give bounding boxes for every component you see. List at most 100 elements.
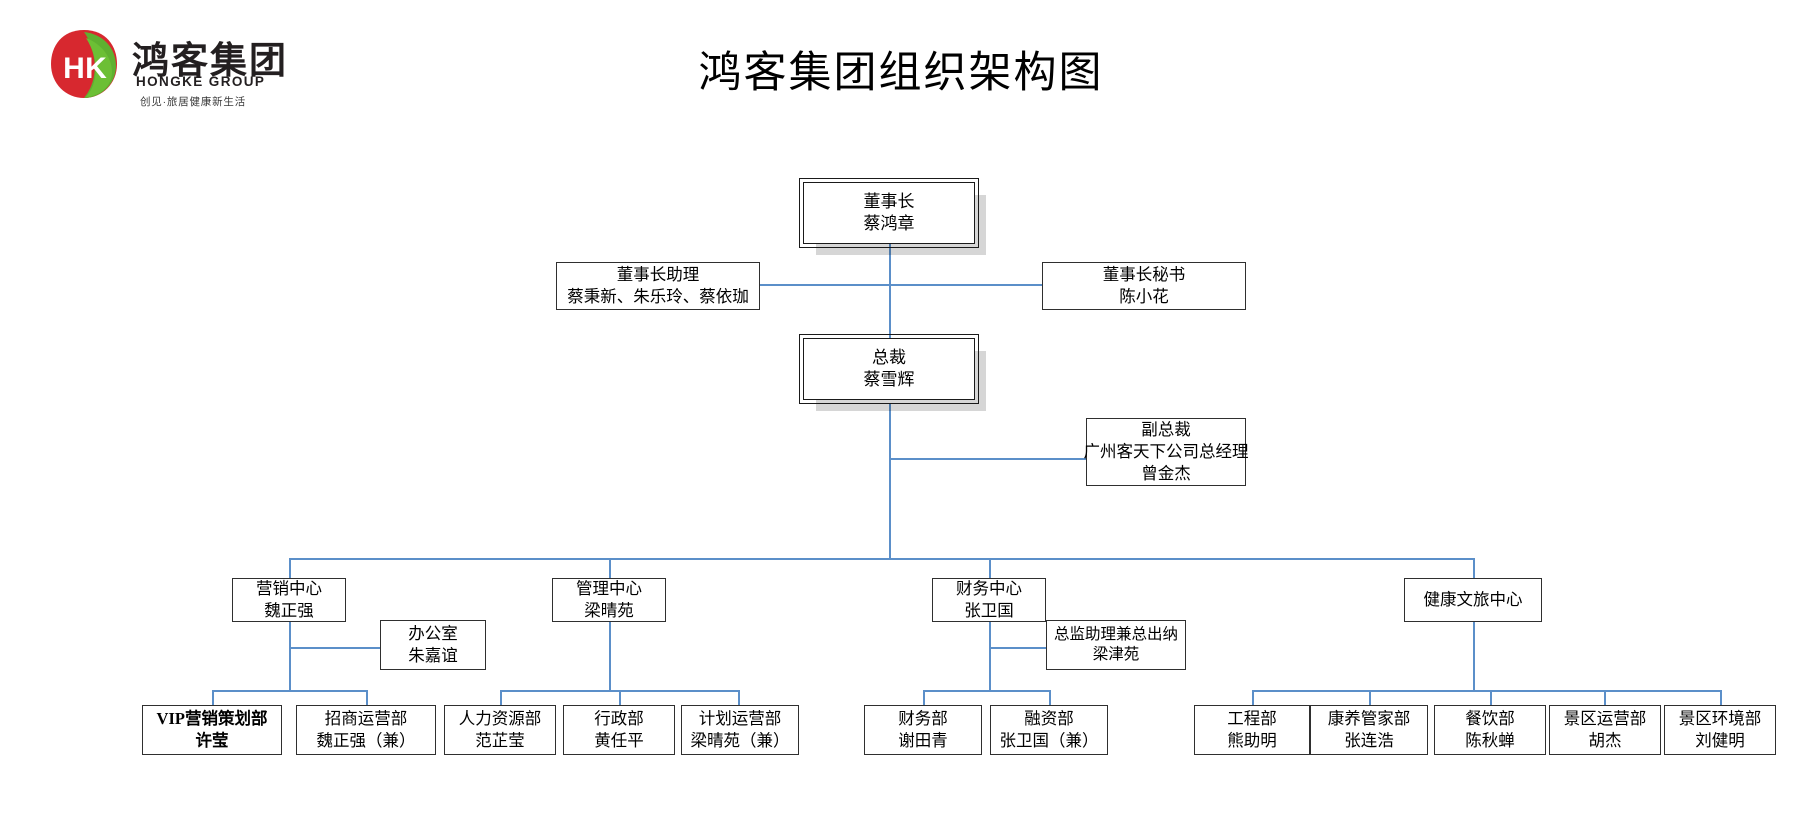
node-dept-health-butler[interactable]: 康养管家部 张连浩	[1310, 705, 1428, 755]
svg-text:H: H	[63, 52, 85, 85]
node-dept-engineering[interactable]: 工程部 熊助明	[1194, 705, 1310, 755]
node-dept-admin-title: 行政部	[594, 709, 644, 729]
connector-drop-scenic	[1604, 690, 1606, 705]
connector-drop-food	[1490, 690, 1492, 705]
node-vice-president[interactable]: 副总裁 广州客天下公司总经理 曾金杰	[1083, 418, 1249, 486]
node-chairman-assistant-title: 董事长助理	[616, 265, 700, 285]
node-chairman-assistant[interactable]: 董事长助理 蔡秉新、朱乐玲、蔡依珈	[556, 262, 760, 310]
logo-text-chinese: 鸿客集团	[132, 40, 288, 81]
node-dept-scenic-operations[interactable]: 景区运营部 胡杰	[1549, 705, 1661, 755]
connector-drop-management	[609, 558, 611, 578]
connector-health-bus	[1252, 690, 1720, 692]
connector-drop-invest	[366, 690, 368, 705]
node-center-management[interactable]: 管理中心 梁晴苑	[552, 578, 666, 622]
node-finance-assistant[interactable]: 总监助理兼总出纳 梁津苑	[1046, 620, 1186, 670]
node-dept-admin[interactable]: 行政部 黄任平	[563, 705, 675, 755]
node-dept-hr[interactable]: 人力资源部 范芷莹	[444, 705, 556, 755]
node-chairman-secretary-title: 董事长秘书	[1102, 265, 1186, 285]
connector-drop-finance	[989, 558, 991, 578]
node-dept-funding[interactable]: 融资部 张卫国（兼）	[990, 705, 1108, 755]
connector-finance-bus	[923, 690, 1051, 692]
node-vice-president-person: 曾金杰	[1141, 463, 1191, 483]
node-vice-president-subtitle: 广州客天下公司总经理	[1083, 442, 1249, 462]
node-dept-planning-person: 梁晴苑（兼）	[690, 731, 790, 750]
connector-health-stem	[1473, 622, 1475, 690]
node-dept-admin-person: 黄任平	[594, 731, 644, 750]
connector-president-vicepresident	[889, 458, 1088, 460]
connector-finance-stem	[989, 622, 991, 690]
company-logo: H K 鸿客集团 HONGKE GROUP 创见·旅居健康新生活	[48, 28, 298, 110]
connector-marketing-office	[289, 647, 380, 649]
connector-finance-assistant	[989, 647, 1046, 649]
node-dept-finance-person: 谢田青	[898, 731, 948, 750]
node-dept-finance[interactable]: 财务部 谢田青	[864, 705, 982, 755]
connector-drop-admin	[619, 690, 621, 705]
node-dept-catering-title: 餐饮部	[1465, 709, 1515, 729]
node-dept-scenic-operations-title: 景区运营部	[1563, 709, 1647, 729]
connector-marketing-stem	[289, 622, 291, 690]
connector-president-trunk	[889, 404, 891, 560]
node-center-management-title: 管理中心	[576, 579, 642, 599]
node-dept-funding-title: 融资部	[1024, 709, 1074, 729]
connector-drop-env	[1720, 690, 1722, 705]
node-dept-vip-marketing-title: VIP营销策划部	[156, 709, 268, 729]
node-center-health[interactable]: 健康文旅中心	[1404, 578, 1542, 622]
node-office-title: 办公室	[408, 624, 458, 644]
node-finance-assistant-title: 总监助理兼总出纳	[1053, 625, 1178, 643]
hongke-leaf-mark-icon: H K	[51, 30, 117, 98]
svg-text:K: K	[85, 52, 107, 85]
node-dept-scenic-environment[interactable]: 景区环境部 刘健明	[1664, 705, 1776, 755]
node-dept-catering[interactable]: 餐饮部 陈秋蝉	[1434, 705, 1546, 755]
connector-marketing-bus	[212, 690, 368, 692]
node-chairman-secretary[interactable]: 董事长秘书 陈小花	[1042, 262, 1246, 310]
node-chairman-secretary-person: 陈小花	[1119, 287, 1169, 306]
node-center-health-title: 健康文旅中心	[1423, 590, 1523, 610]
node-dept-hr-person: 范芷莹	[475, 731, 525, 750]
node-dept-engineering-person: 熊助明	[1227, 731, 1277, 750]
node-finance-assistant-person: 梁津苑	[1092, 646, 1140, 663]
node-dept-scenic-environment-title: 景区环境部	[1678, 709, 1762, 729]
node-office[interactable]: 办公室 朱嘉谊	[380, 620, 486, 670]
logo-text-english: HONGKE GROUP	[136, 74, 266, 89]
node-chairman-title: 董事长	[863, 191, 915, 211]
node-center-finance[interactable]: 财务中心 张卫国	[932, 578, 1046, 622]
connector-drop-marketing	[289, 558, 291, 578]
connector-drop-health	[1473, 558, 1475, 578]
connector-drop-hr	[500, 690, 502, 705]
node-vice-president-title: 副总裁	[1141, 420, 1191, 440]
connector-centers-bus	[289, 558, 1474, 560]
node-dept-vip-marketing-person: 许莹	[195, 731, 229, 750]
node-dept-scenic-environment-person: 刘健明	[1695, 731, 1745, 750]
node-center-finance-person: 张卫国	[964, 601, 1014, 620]
node-center-marketing[interactable]: 营销中心 魏正强	[232, 578, 346, 622]
node-dept-hr-title: 人力资源部	[458, 709, 542, 729]
connector-chairman-president	[889, 226, 891, 338]
connector-drop-vip	[212, 690, 214, 705]
connector-drop-eng	[1252, 690, 1254, 705]
connector-chairman-secretary	[889, 284, 1044, 286]
node-dept-investment-title: 招商运营部	[324, 709, 408, 729]
node-chairman[interactable]: 董事长 蔡鸿章	[799, 178, 979, 248]
node-office-person: 朱嘉谊	[408, 646, 458, 665]
node-center-marketing-person: 魏正强	[264, 601, 314, 620]
connector-drop-care	[1369, 690, 1371, 705]
node-dept-investment[interactable]: 招商运营部 魏正强（兼）	[296, 705, 436, 755]
node-dept-investment-person: 魏正强（兼）	[316, 731, 416, 750]
node-dept-health-butler-person: 张连浩	[1344, 731, 1394, 750]
node-dept-engineering-title: 工程部	[1227, 709, 1277, 729]
logo-tagline: 创见·旅居健康新生活	[140, 96, 246, 108]
connector-drop-finance-dept	[923, 690, 925, 705]
node-dept-funding-person: 张卫国（兼）	[999, 731, 1099, 750]
node-dept-health-butler-title: 康养管家部	[1327, 709, 1411, 729]
connector-management-stem	[609, 622, 611, 690]
page-title: 鸿客集团组织架构图	[698, 50, 1104, 97]
node-dept-vip-marketing[interactable]: VIP营销策划部 许莹	[142, 705, 282, 755]
node-president-person: 蔡雪辉	[863, 370, 915, 389]
node-president-title: 总裁	[872, 347, 906, 367]
connector-chairman-assistant	[758, 284, 891, 286]
node-chairman-person: 蔡鸿章	[863, 214, 915, 233]
node-dept-planning[interactable]: 计划运营部 梁晴苑（兼）	[681, 705, 799, 755]
node-president[interactable]: 总裁 蔡雪辉	[799, 334, 979, 404]
node-center-finance-title: 财务中心	[956, 579, 1022, 599]
